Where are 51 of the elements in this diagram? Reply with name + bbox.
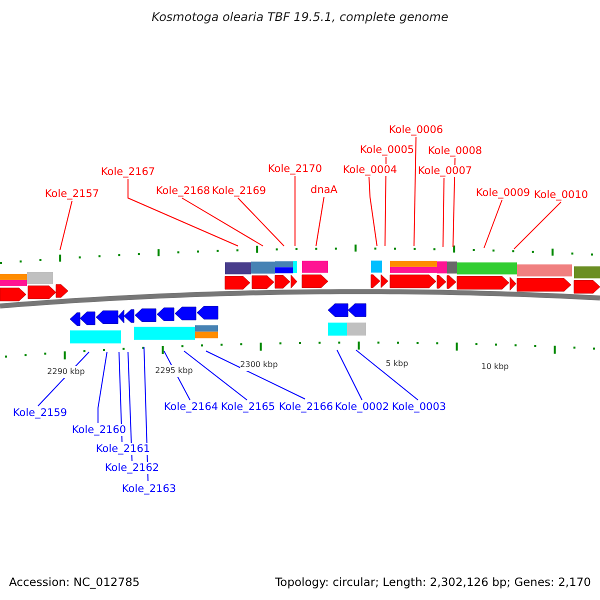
genome-summary-text: Topology: circular; Length: 2,302,126 bp; Genes: 2,170 bbox=[275, 576, 591, 588]
gene-label: Kole_2168 bbox=[156, 185, 210, 197]
gene-label: Kole_0009 bbox=[476, 187, 530, 199]
gene-label: Kole_0007 bbox=[418, 165, 472, 177]
scale-label: 2295 kbp bbox=[155, 365, 193, 377]
gene-label: Kole_0003 bbox=[392, 401, 446, 413]
leader-line bbox=[514, 202, 562, 250]
scale-label: 10 kbp bbox=[481, 361, 509, 373]
leader-line bbox=[128, 178, 238, 246]
gene-label: Kole_2159 bbox=[12, 407, 68, 419]
leader-line bbox=[118, 352, 122, 442]
leader-line bbox=[316, 196, 324, 246]
gene-label: Kole_2169 bbox=[212, 185, 266, 197]
scale-label: 2290 kbp bbox=[47, 366, 85, 378]
gene-label: Kole_2170 bbox=[268, 163, 322, 175]
leader-line bbox=[184, 350, 248, 400]
gene-label: Kole_0008 bbox=[428, 145, 482, 157]
gene-label: dnaA bbox=[310, 184, 338, 196]
gene-label: Kole_0002 bbox=[334, 401, 390, 413]
gene-label: Kole_2162 bbox=[104, 462, 160, 474]
gene-label: Kole_0005 bbox=[360, 144, 414, 156]
gene-label: Kole_2167 bbox=[100, 166, 156, 178]
leader-line bbox=[182, 198, 264, 246]
leader-line bbox=[98, 352, 108, 424]
leader-line bbox=[452, 158, 456, 248]
leader-line bbox=[368, 176, 378, 246]
scale-label: 5 kbp bbox=[386, 358, 408, 370]
gene-label: Kole_0004 bbox=[342, 164, 398, 176]
gene-label: Kole_2166 bbox=[278, 401, 334, 413]
scale-label: 2300 kbp bbox=[240, 359, 278, 371]
leader-line bbox=[128, 352, 132, 462]
map-title: Kosmotoga olearia TBF 19.5.1, complete genome bbox=[152, 11, 448, 23]
gene-label: Kole_2161 bbox=[96, 443, 150, 455]
leader-line bbox=[484, 200, 502, 248]
leader-line bbox=[238, 198, 284, 246]
gene-label: Kole_2164 bbox=[164, 401, 218, 413]
leader-line bbox=[206, 350, 306, 400]
leader-line bbox=[414, 136, 416, 246]
gene-label: Kole_2163 bbox=[122, 483, 176, 495]
accession-text: Accession: NC_012785 bbox=[9, 576, 140, 588]
leader-line bbox=[60, 200, 72, 250]
gene-label: Kole_0010 bbox=[534, 189, 588, 201]
leader-line bbox=[356, 350, 418, 400]
gene-label: Kole_2165 bbox=[220, 401, 276, 413]
gene-label: Kole_2160 bbox=[72, 424, 126, 436]
leader-line bbox=[384, 156, 386, 246]
gene-label: Kole_0006 bbox=[388, 124, 444, 136]
gene-label: Kole_2157 bbox=[44, 188, 100, 200]
leader-line bbox=[336, 350, 362, 400]
leader-line bbox=[294, 176, 296, 246]
leader-line bbox=[442, 178, 444, 248]
